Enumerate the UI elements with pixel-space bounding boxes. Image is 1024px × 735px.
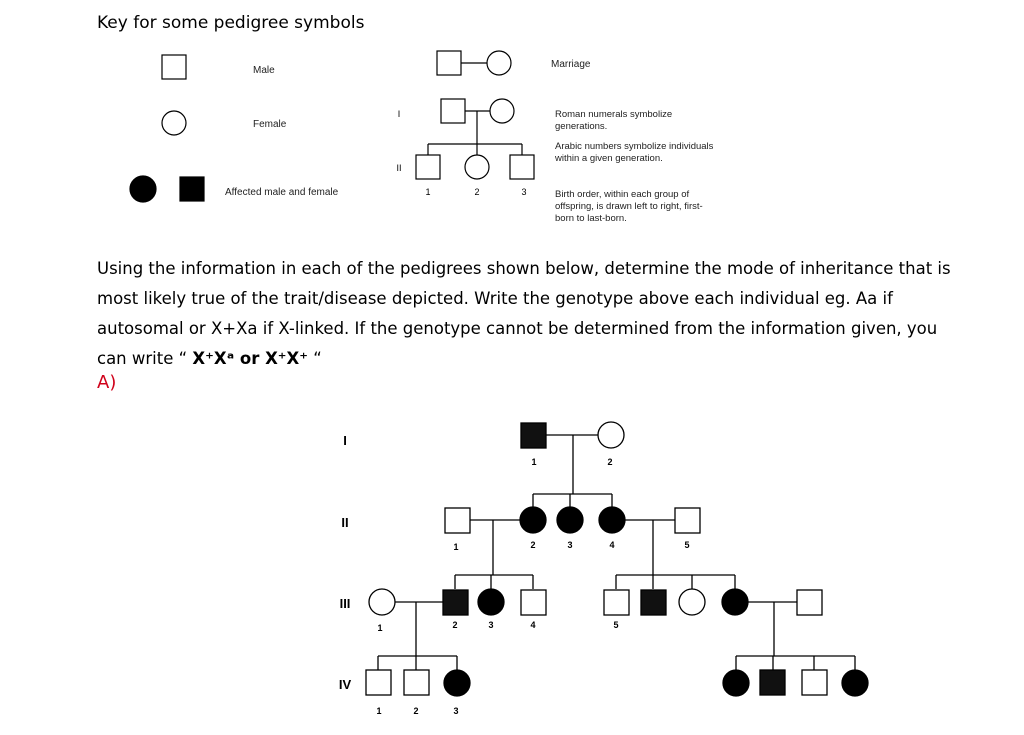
- instructions: Using the information in each of the ped…: [97, 254, 997, 374]
- gen-label-II: II: [341, 515, 348, 530]
- num-II-4: 4: [609, 540, 614, 550]
- gen-label-IV: IV: [339, 677, 352, 692]
- num-I-1: 1: [531, 457, 536, 467]
- IV-1-male: [365, 669, 392, 696]
- IV-affected-female-2: [841, 669, 869, 697]
- IV-3-affected-female: [443, 669, 471, 697]
- key-affected-label: Affected male and female: [225, 187, 339, 198]
- num-IV-1: 1: [376, 706, 381, 716]
- key-male-label: Male: [253, 65, 275, 76]
- III-5-male: [603, 589, 630, 616]
- IV-affected-male: [759, 669, 786, 696]
- key-note-arabic: Arabic numbers symbolize individuals wit…: [555, 141, 714, 164]
- key-gen-parent-male: [440, 98, 466, 124]
- num-II-5: 5: [684, 540, 689, 550]
- num-I-2: 2: [607, 457, 612, 467]
- III-2-affected-male: [442, 589, 469, 616]
- II-1-male: [444, 507, 471, 534]
- II-3-affected-female: [556, 506, 584, 534]
- key-male-square: [161, 54, 187, 80]
- IV-2-male: [403, 669, 430, 696]
- key-marriage-female: [486, 50, 512, 76]
- III-spouse-male: [796, 589, 823, 616]
- key-female-circle: [161, 110, 187, 136]
- III-female: [678, 588, 706, 616]
- key-affected-male: [179, 176, 205, 202]
- key-num-2: 2: [474, 187, 479, 197]
- key-gen-child-3: [509, 154, 535, 180]
- num-II-1: 1: [453, 542, 458, 552]
- key-note-roman: Roman numerals symbolize generations.: [555, 109, 673, 132]
- key-marriage-label: Marriage: [551, 59, 591, 70]
- III-3-affected-female: [477, 588, 505, 616]
- part-label: A): [97, 372, 117, 393]
- key-note-birth: Birth order, within each group of offspr…: [555, 189, 703, 224]
- gen-label-I: I: [343, 433, 347, 448]
- num-III-5: 5: [613, 620, 618, 630]
- key-title: Key for some pedigree symbols: [97, 13, 365, 33]
- key-gen-child-1: [415, 154, 441, 180]
- num-III-2: 2: [452, 620, 457, 630]
- I-1-affected-male: [520, 422, 547, 449]
- instructions-line-1: Using the information in each of the ped…: [97, 259, 951, 278]
- III-affected-female: [721, 588, 749, 616]
- num-III-4: 4: [530, 620, 535, 630]
- III-1-female: [368, 588, 396, 616]
- key-num-1: 1: [425, 187, 430, 197]
- instructions-line-4: can write “ X⁺Xᵃ or X⁺X⁺ “: [97, 349, 322, 368]
- II-4-affected-female: [598, 506, 626, 534]
- key-num-3: 3: [521, 187, 526, 197]
- III-affected-male: [640, 589, 667, 616]
- II-2-affected-female: [519, 506, 547, 534]
- instructions-line-3: autosomal or X+Xa if X-linked. If the ge…: [97, 319, 938, 338]
- IV-male: [801, 669, 828, 696]
- genotype-example: X⁺Xᵃ or X⁺X⁺: [192, 349, 308, 368]
- gen-label-III: III: [340, 596, 351, 611]
- num-IV-3: 3: [453, 706, 458, 716]
- key-gen-child-2: [464, 154, 490, 180]
- key-gen-II: II: [396, 163, 401, 173]
- key-marriage-male: [436, 50, 462, 76]
- instructions-line-2: most likely true of the trait/disease de…: [97, 289, 893, 308]
- key-gen-I: I: [398, 109, 401, 119]
- num-II-3: 3: [567, 540, 572, 550]
- II-5-male: [674, 507, 701, 534]
- num-IV-2: 2: [413, 706, 418, 716]
- key-affected-female: [129, 175, 157, 203]
- III-4-male: [520, 589, 547, 616]
- num-III-3: 3: [488, 620, 493, 630]
- IV-affected-female: [722, 669, 750, 697]
- key-female-label: Female: [253, 119, 287, 130]
- num-III-1: 1: [377, 623, 382, 633]
- num-II-2: 2: [530, 540, 535, 550]
- key-gen-parent-female: [489, 98, 515, 124]
- I-2-female: [597, 421, 625, 449]
